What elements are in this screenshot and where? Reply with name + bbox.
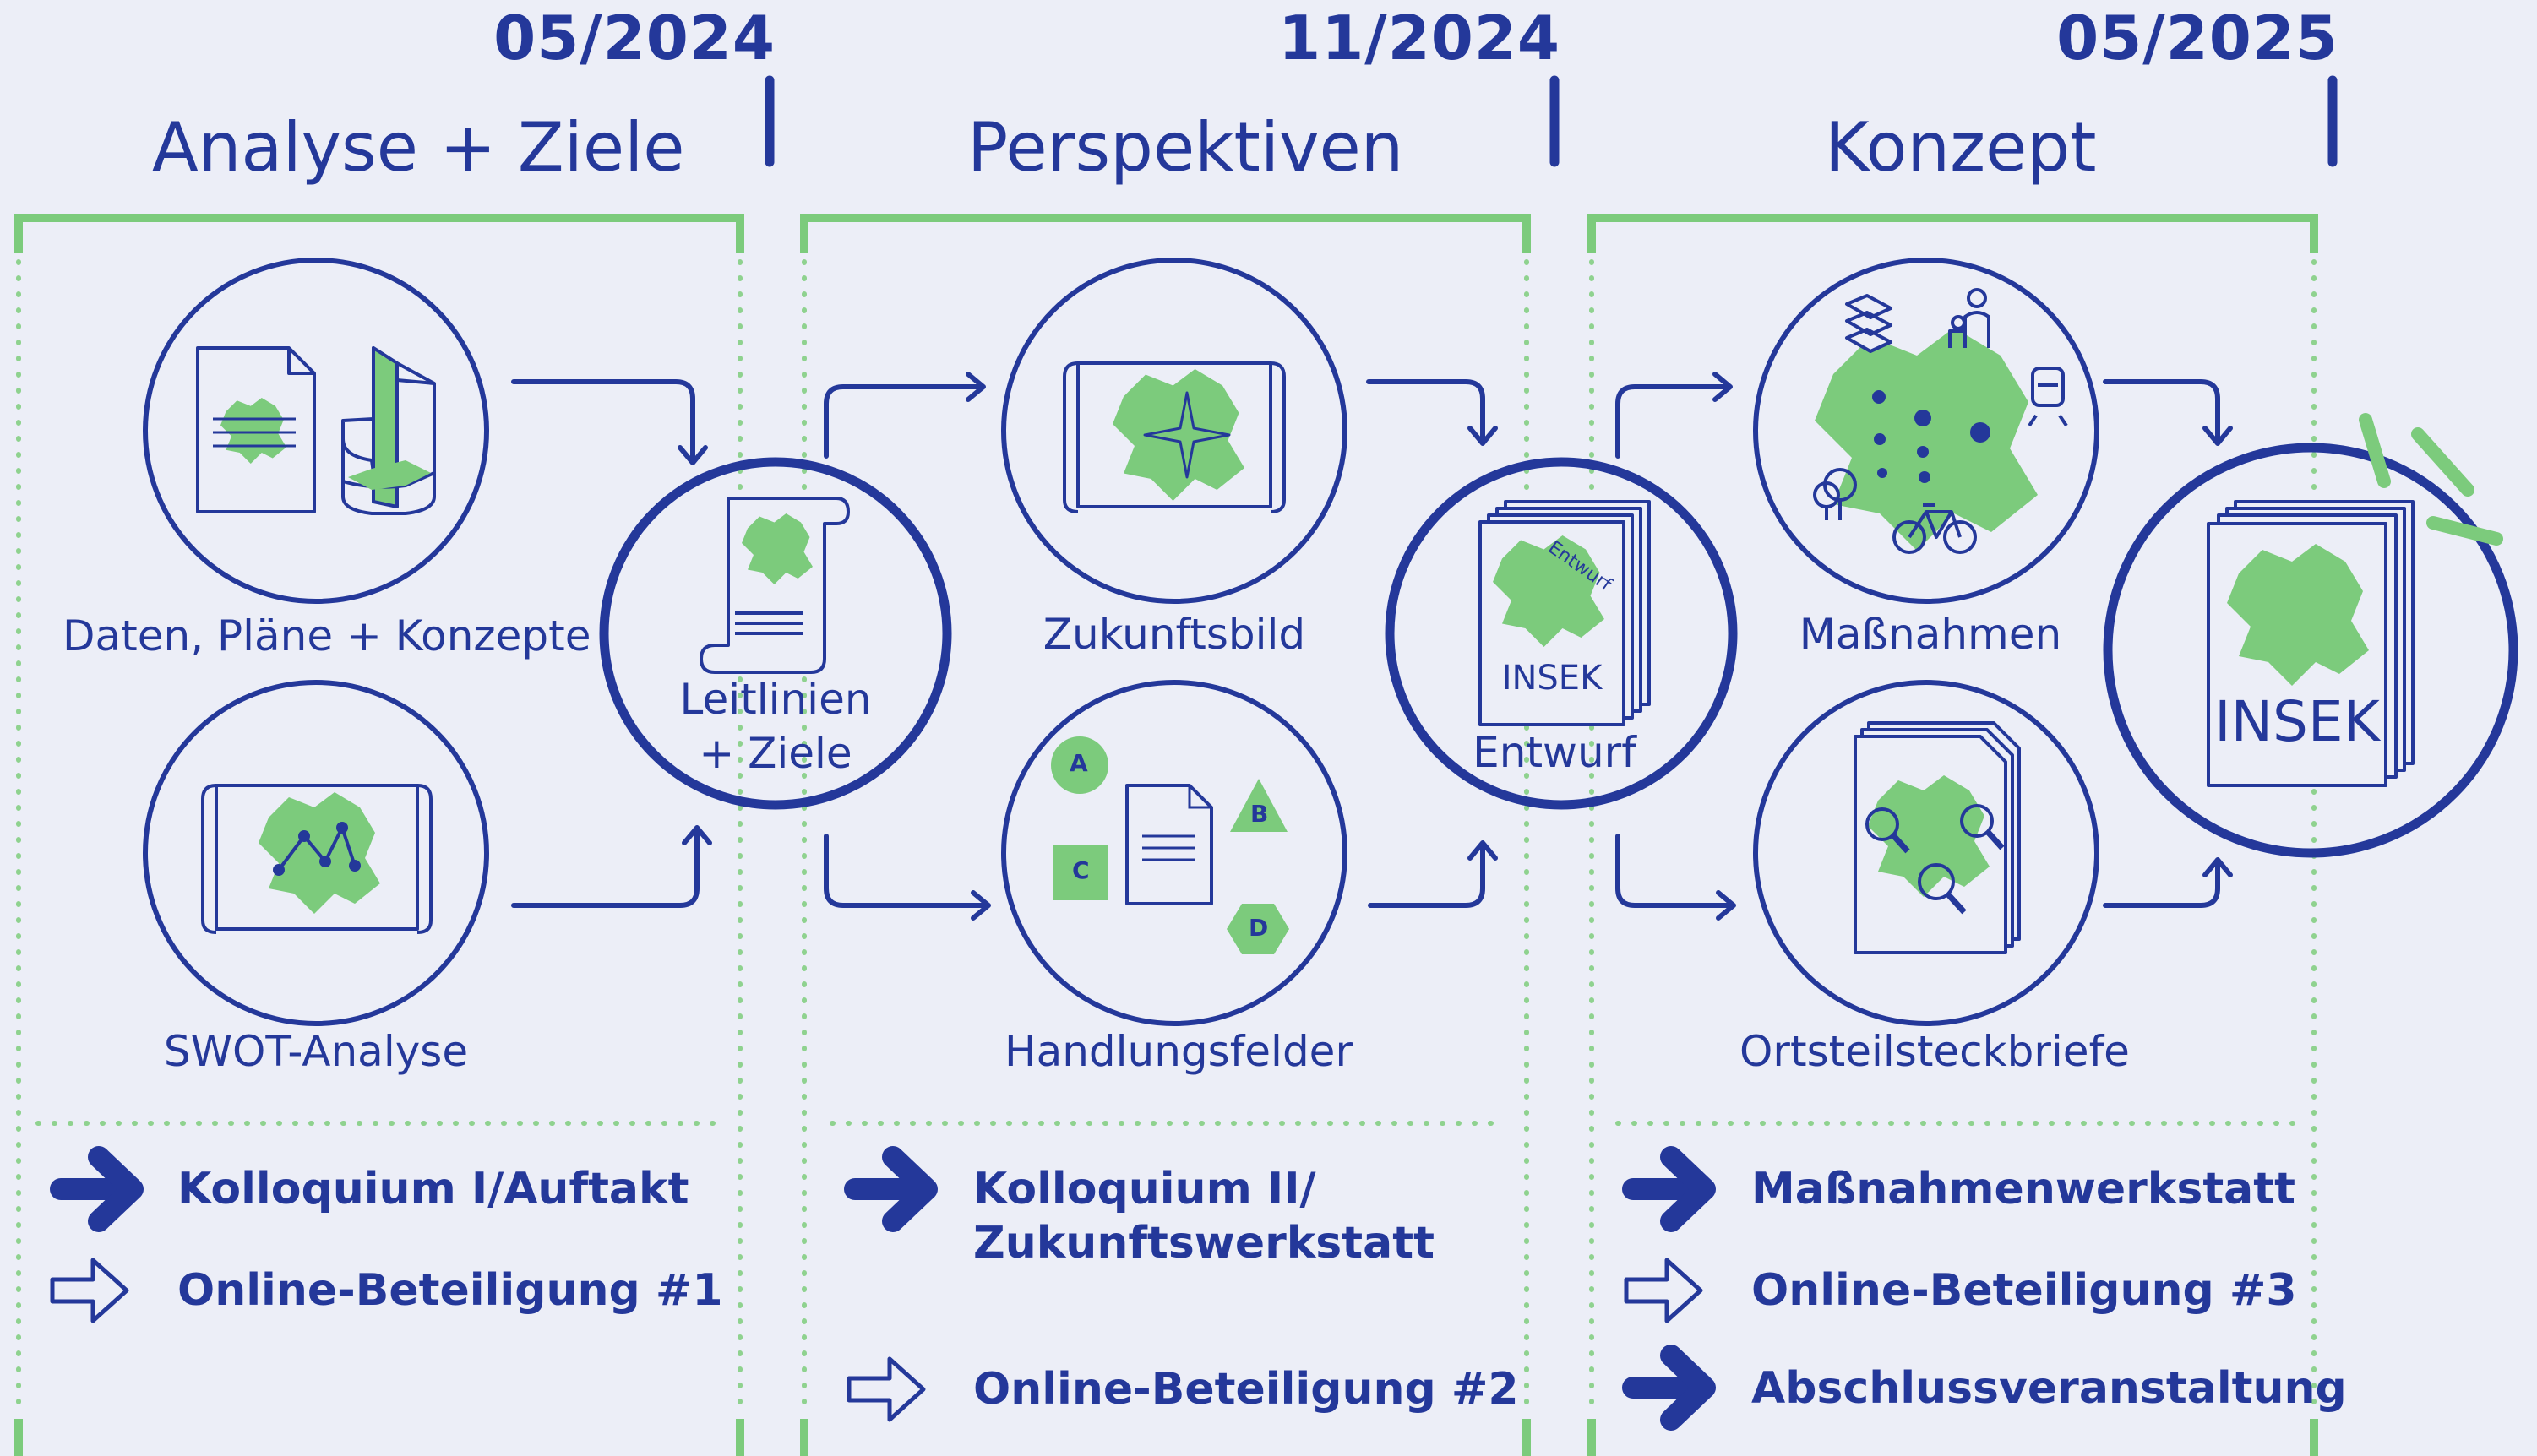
event-kolloquium-2: Kolloquium II/ Zukunftswerkstatt	[973, 1162, 1435, 1270]
document-and-charts-icon	[196, 346, 436, 515]
scroll-map-icon	[700, 497, 850, 674]
arrow-outline-icon	[849, 1359, 923, 1420]
flow-arrow-3	[824, 372, 986, 459]
draft-document-icon	[1478, 500, 1651, 726]
badge-a-label: A	[1070, 749, 1088, 777]
badge-d	[1227, 904, 1289, 954]
step-circles	[143, 258, 2518, 1026]
phase-title-3: Konzept	[1825, 108, 2097, 187]
circle-massnahmen	[1753, 258, 2099, 604]
step-label-zukunftsbild: Zukunftsbild	[1043, 610, 1306, 659]
event-kolloquium-2-line1: Kolloquium II/	[973, 1164, 1316, 1214]
phase-frame-2	[800, 214, 1531, 1456]
arrow-filled-icon	[1633, 1157, 1705, 1221]
arrow-outline-icon	[52, 1260, 127, 1321]
result-label-entwurf: Entwurf	[1473, 728, 1636, 777]
flow-arrow-4	[824, 834, 991, 921]
phase-frame-3	[1587, 214, 2318, 1456]
phase-frame-1	[14, 214, 744, 1456]
result-label-leitlinien: Leitlinien + Ziele	[649, 672, 902, 780]
phase-title-2: Perspektiven	[967, 108, 1404, 187]
flow-arrow-2	[511, 825, 712, 908]
result-label-line1: Leitlinien	[679, 675, 872, 724]
circle-entwurf	[1385, 457, 1738, 810]
step-label-daten: Daten, Pläne + Konzepte	[63, 611, 591, 660]
step-label-massnahmen: Maßnahmen	[1799, 610, 2062, 659]
event-online-3: Online-Beteiligung #3	[1751, 1265, 2297, 1316]
event-online-1: Online-Beteiligung #1	[177, 1265, 723, 1316]
badge-a	[1051, 736, 1108, 794]
final-document-icon	[2207, 500, 2415, 787]
badge-b	[1230, 779, 1288, 832]
fields-abcd-icon	[1051, 736, 1289, 954]
flow-arrow-7	[1615, 372, 1733, 459]
flow-arrow-9	[2103, 379, 2233, 446]
flow-arrow-6	[1368, 840, 1498, 908]
flow-arrows	[511, 372, 2233, 921]
final-doc-text: INSEK	[2214, 689, 2380, 754]
badge-b-label: B	[1250, 800, 1269, 828]
circle-zukunftsbild	[1001, 258, 1347, 604]
measures-map-icon	[1813, 288, 2068, 554]
arrow-filled-icon	[855, 1157, 927, 1221]
draft-doc-text: INSEK	[1501, 659, 1603, 698]
arrow-outline-icon	[1626, 1260, 1701, 1321]
step-label-handlungsfelder: Handlungsfelder	[1004, 1027, 1353, 1076]
phase-date-3: 05/2025	[2056, 3, 2338, 73]
badge-c	[1053, 845, 1108, 900]
circle-leitlinien	[599, 457, 952, 810]
result-label-line2: + Ziele	[699, 729, 852, 778]
event-online-2: Online-Beteiligung #2	[973, 1364, 1519, 1415]
circle-ortsteile	[1753, 680, 2099, 1026]
phase-title-1: Analyse + Ziele	[152, 108, 685, 187]
timeline-markers	[765, 75, 2338, 167]
district-profiles-icon	[1854, 721, 2021, 954]
map-network-icon	[201, 784, 433, 934]
event-kolloquium-2-line2: Zukunftswerkstatt	[973, 1218, 1435, 1269]
flow-arrow-5	[1366, 379, 1498, 446]
flow-arrow-8	[1615, 834, 1736, 921]
highlight-strokes-icon	[2359, 413, 2503, 546]
event-abschluss: Abschlussveranstaltung	[1751, 1363, 2347, 1414]
flow-arrow-1	[511, 379, 708, 465]
step-label-ortsteilsteckbriefe: Ortsteilsteckbriefe	[1739, 1027, 2130, 1076]
arrow-filled-icon	[61, 1157, 133, 1221]
circle-insek-final	[2103, 443, 2518, 858]
circle-handlungsfelder	[1001, 680, 1347, 1026]
badge-c-label: C	[1072, 856, 1090, 884]
arrow-filled-icon	[1633, 1355, 1705, 1420]
step-label-swot: SWOT-Analyse	[163, 1027, 469, 1076]
phase-frames	[14, 214, 2318, 1456]
map-compass-icon	[1063, 361, 1286, 513]
circle-swot	[143, 680, 489, 1026]
event-kolloquium-1: Kolloquium I/Auftakt	[177, 1164, 689, 1214]
phase-date-2: 11/2024	[1278, 3, 1560, 73]
badge-d-label: D	[1249, 914, 1269, 942]
event-massnahmenwerkstatt: Maßnahmenwerkstatt	[1751, 1164, 2295, 1214]
flow-arrow-10	[2103, 857, 2233, 908]
circle-daten	[143, 258, 489, 604]
phase-date-1: 05/2024	[493, 3, 776, 73]
